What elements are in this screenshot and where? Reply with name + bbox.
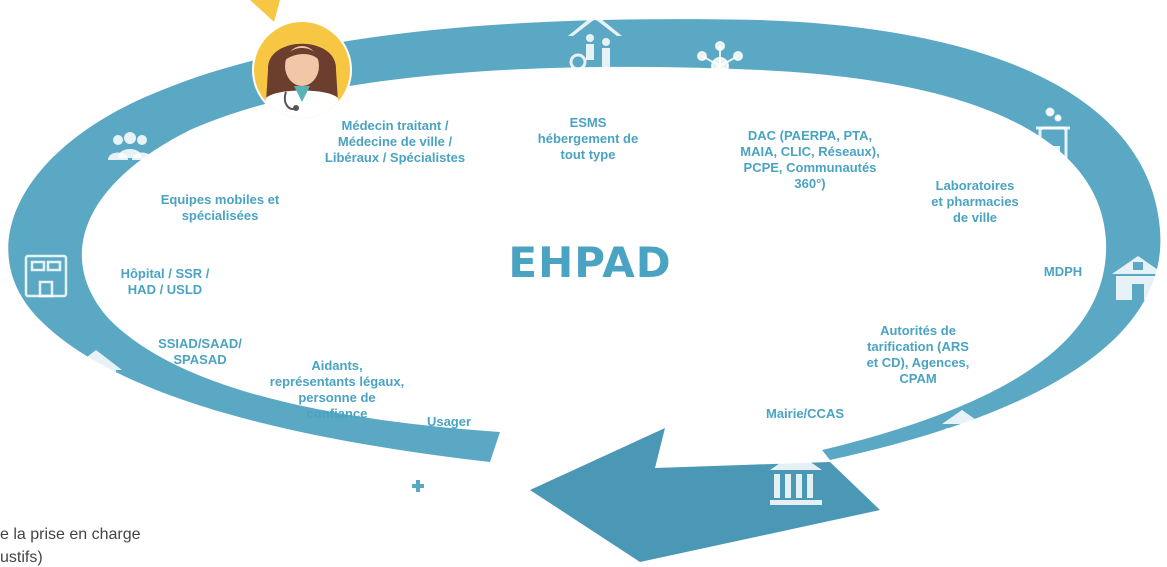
handshake-icon [228, 418, 270, 462]
ehpad-title: EHPAD [508, 238, 672, 287]
speech-pointer [250, 0, 280, 22]
group-icon [108, 132, 152, 160]
institution-icon [770, 452, 822, 505]
label-autorites: Autorités de tarification (ARS et CD), A… [866, 323, 970, 386]
label-dac: DAC (PAERPA, PTA, MAIA, CLIC, Réseaux), … [740, 128, 880, 191]
hospital-building-icon [1112, 256, 1164, 300]
usager-person-icon [410, 461, 426, 498]
label-esms: ESMS hébergement de tout type [537, 115, 639, 162]
label-medecin: Médecin traitant / Médecine de ville / L… [324, 118, 466, 165]
label-hopital: Hôpital / SSR / HAD / USLD [120, 266, 210, 297]
label-mdph: MDPH [1043, 264, 1083, 279]
house-elderly-icon [568, 14, 622, 71]
doctor-avatar [252, 20, 352, 120]
caption-line-2: ustifs) [0, 549, 43, 566]
city-hall-icon [942, 410, 982, 452]
label-usager: Usager [426, 414, 472, 429]
label-laboratoires: Laboratoires et pharmacies de ville [931, 178, 1019, 225]
network-icon [697, 41, 743, 91]
caption-line-1: e la prise en charge [0, 526, 141, 543]
arrow-head [530, 428, 880, 562]
hospital-icon [24, 254, 68, 298]
label-ssiad: SSIAD/SAAD/ SPASAD [158, 336, 242, 367]
label-mairie: Mairie/CCAS [765, 406, 845, 421]
lab-flask-icon [1036, 107, 1070, 166]
home-icon [70, 350, 122, 392]
label-aidants: Aidants, représentants légaux, personne … [269, 358, 405, 421]
label-equipes: Equipes mobiles et spécialisées [160, 192, 280, 223]
